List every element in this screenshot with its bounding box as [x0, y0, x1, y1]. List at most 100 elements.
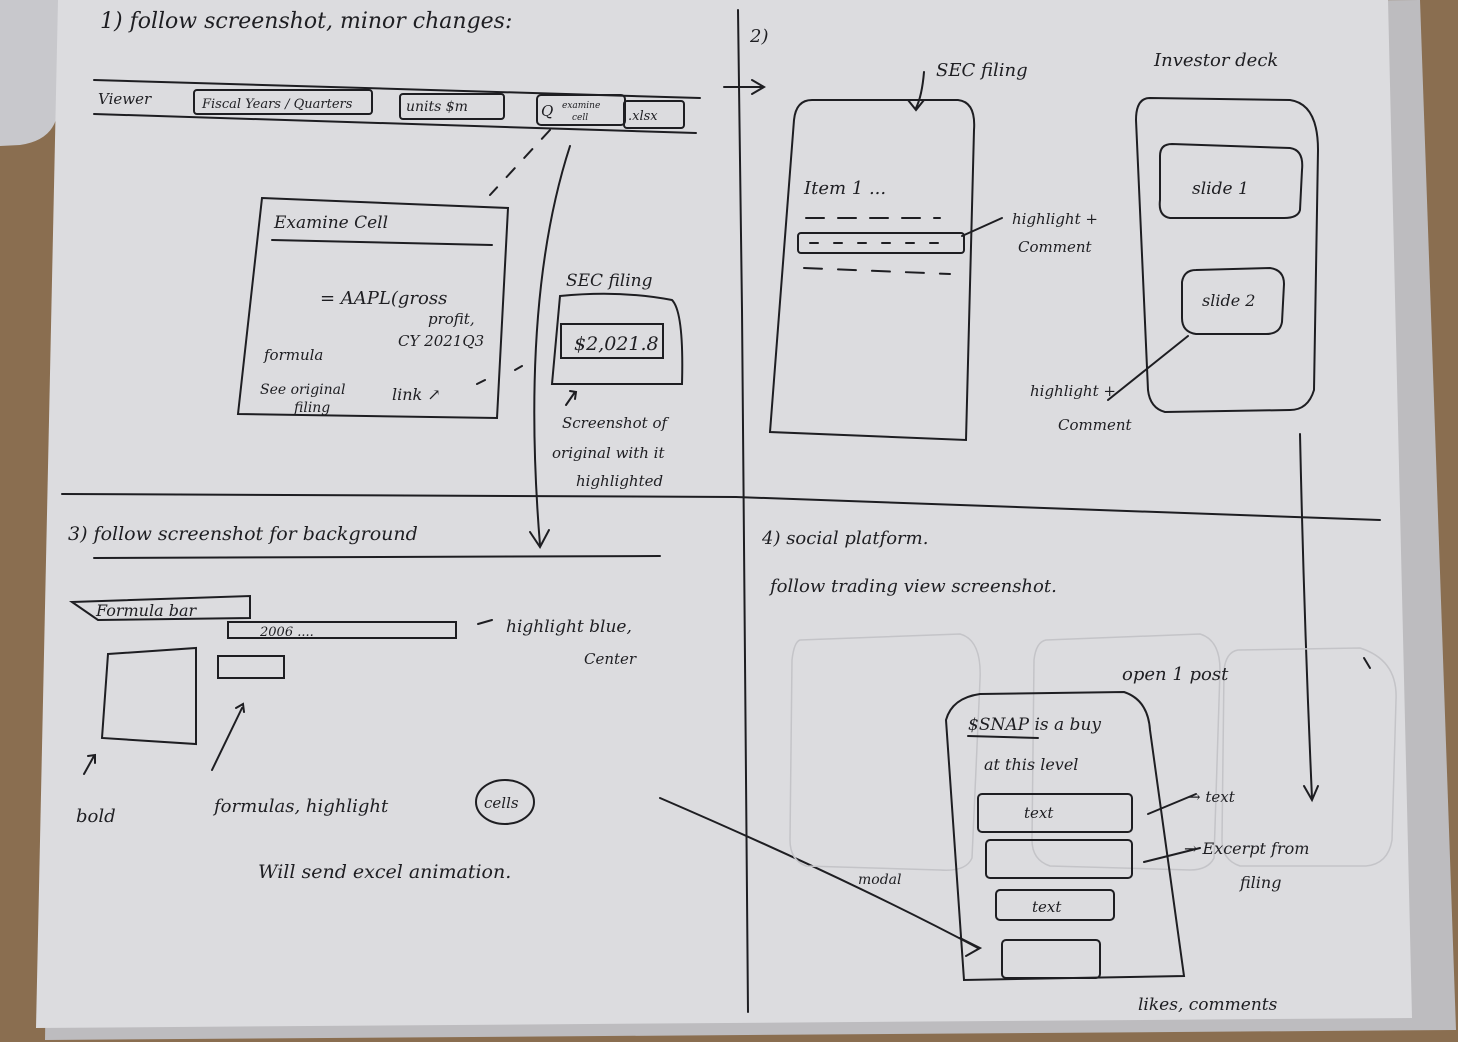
formula-cell-box: [217, 655, 285, 679]
cells-circle: [475, 779, 535, 825]
hl-comment-2b: Comment: [1058, 416, 1132, 434]
sec-label-arrow: [907, 71, 925, 112]
highlighted-line: [797, 232, 965, 254]
ink-lines: [61, 9, 1397, 1013]
text-box-4: [1001, 939, 1101, 979]
slide1-label: slide 1: [1192, 179, 1249, 199]
excerpt-label-1: → Excerpt from: [1184, 839, 1309, 858]
examine-label-2: cell: [572, 113, 588, 123]
formula-line-1: = AAPL(gross: [320, 288, 447, 309]
highlight-pointer: [477, 619, 493, 625]
sec-filing-doc: [768, 99, 976, 442]
toolbar-bottom-line: [93, 113, 697, 134]
bold-label: bold: [76, 806, 116, 827]
sec-filing-title: SEC filing: [566, 271, 653, 291]
examine-cell-box: [236, 196, 510, 420]
will-send-label: Will send excel animation.: [258, 861, 511, 883]
snap-underline: [967, 735, 1039, 739]
excerpt-pointer: [1143, 847, 1201, 863]
modal-arrow: [659, 797, 983, 957]
text-box-1: [977, 793, 1133, 833]
down-arrow-right: [1299, 433, 1319, 803]
post-modal: [944, 690, 1186, 982]
item-label: Item 1 ...: [803, 178, 886, 199]
formula-value: 2006 ....: [259, 625, 314, 640]
paper-sheet: [36, 0, 1412, 1028]
likes-comments-label: likes, comments: [1138, 995, 1278, 1015]
panel3-underline: [93, 555, 661, 559]
horizontal-divider-right: [735, 496, 1381, 521]
horizontal-divider-left: [61, 493, 737, 498]
bold-cell-box: [100, 646, 197, 746]
fiscal-years-button: [193, 89, 373, 115]
sec-value: $2,021.8: [574, 333, 659, 355]
vertical-divider: [737, 9, 749, 1013]
post-title-1: $SNAP is a buy: [968, 715, 1101, 735]
investor-deck-label: Investor deck: [1153, 50, 1278, 71]
formulas-label: formulas, highlight: [212, 796, 389, 817]
tick-mark: [1363, 657, 1371, 669]
highlight-comment-1: highlight +: [1012, 210, 1098, 228]
text-box-2: [985, 839, 1133, 879]
formula-line-2: profit,: [428, 310, 475, 328]
formula-bar-label: Formula bar: [95, 601, 198, 620]
formula-line-3: CY 2021Q3: [398, 332, 484, 350]
formula-label: formula: [263, 346, 323, 364]
formula-value-box: [227, 621, 457, 639]
examine-cell-title: Examine Cell: [273, 213, 388, 233]
cells-label: cells: [484, 794, 519, 812]
formula-bar-box: [68, 594, 251, 622]
sec-caption-1: Screenshot of: [562, 414, 669, 432]
highlight-note-1: highlight blue,: [506, 617, 632, 637]
comment-pointer: [961, 217, 1003, 237]
xlsx-label: .xlsx: [628, 109, 658, 124]
sec-caption-2: original with it: [552, 444, 665, 462]
see-original-2: filing: [293, 400, 330, 416]
formulas-arrow: [211, 702, 245, 771]
dots: [476, 365, 523, 385]
panel2-entry-arrow: [723, 79, 766, 95]
sec-caption-3: highlighted: [576, 472, 663, 490]
fiscal-years-label: Fiscal Years / Quarters: [201, 97, 353, 112]
text-pointer: [1147, 793, 1197, 815]
panel1-heading: 1) follow screenshot, minor changes:: [100, 9, 512, 34]
panel2-sec-label: SEC filing: [936, 60, 1028, 81]
text-box-1-label: text: [1024, 804, 1054, 822]
hl-comment-2a: highlight +: [1030, 382, 1116, 400]
panel2-number: 2): [749, 26, 768, 47]
xlsx-button: [623, 100, 685, 129]
long-arrow-head: [529, 529, 550, 549]
long-arrow-line: [533, 145, 571, 546]
text-line: [803, 267, 951, 275]
post-title-2: at this level: [984, 755, 1078, 774]
investor-deck-doc: [1134, 96, 1320, 414]
excerpt-label-2: filing: [1239, 873, 1281, 892]
units-label: units $m: [406, 99, 468, 115]
search-icon: Q: [541, 102, 553, 120]
open-post-label: open 1 post: [1122, 664, 1229, 685]
panel4-heading-1: 4) social platform.: [761, 528, 928, 549]
slide2-label: slide 2: [1202, 291, 1255, 310]
text-arrow-label: → text: [1188, 788, 1236, 806]
sec-filing-box: [550, 292, 684, 385]
slide2-box: [1181, 266, 1286, 335]
sec-caption-arrow: [565, 390, 578, 406]
highlight-comment-2: Comment: [1018, 238, 1092, 256]
units-button: [399, 93, 505, 120]
viewer-label: Viewer: [98, 90, 152, 108]
panel4-heading-2: follow trading view screenshot.: [768, 576, 1057, 597]
link-label: link ↗: [392, 385, 441, 404]
text-box-3-label: text: [1032, 898, 1062, 916]
slide1-box: [1158, 142, 1304, 219]
text-box-3: [995, 889, 1115, 921]
examine-label-1: examine: [562, 101, 600, 111]
modal-label: modal: [858, 872, 902, 888]
examine-title-underline: [271, 239, 493, 246]
slide2-pointer: [1107, 335, 1189, 401]
faint-cards: [789, 633, 1397, 871]
highlighted-value-box: [560, 323, 664, 359]
bold-arrow: [83, 753, 96, 775]
see-original-1: See original: [260, 382, 346, 398]
panel3-heading: 3) follow screenshot for background: [68, 523, 418, 545]
